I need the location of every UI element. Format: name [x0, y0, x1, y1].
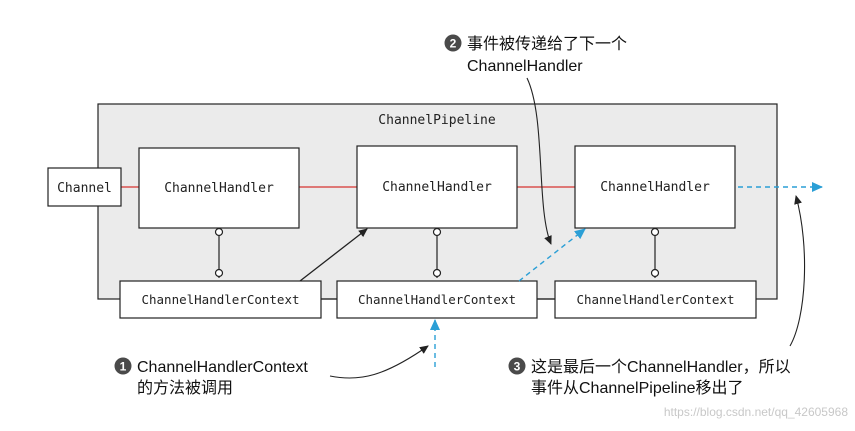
handler-box-2 [356, 145, 518, 229]
channel-label: Channel [57, 181, 112, 196]
pipeline-label: ChannelPipeline [378, 113, 496, 128]
context-box-2 [336, 280, 538, 319]
callout-3-line-2: 事件从ChannelPipeline移出了 [531, 379, 744, 397]
callout-2-line-2: ChannelHandler [467, 58, 583, 75]
callout-2-line-1: 事件被传递给了下一个 [467, 35, 627, 53]
context-box-3 [554, 280, 757, 319]
channel-box [47, 167, 122, 207]
connector-1 [214, 227, 224, 278]
watermark: https://blog.csdn.net/qq_42605968 [664, 405, 848, 419]
handler-label-2: ChannelHandler [382, 180, 492, 195]
context-label-2: ChannelHandlerContext [358, 292, 516, 307]
callout-3-marker [508, 357, 526, 375]
callout-3-line-1: 这是最后一个ChannelHandler，所以 [531, 358, 791, 376]
callout-1-line-2: 的方法被调用 [137, 379, 233, 397]
handler-box-3 [574, 145, 736, 229]
callout-1-number: 1 [120, 360, 127, 374]
callout-1-line-1: ChannelHandlerContext [137, 359, 308, 376]
callout-1: 1 ChannelHandlerContext 的方法被调用 [114, 345, 429, 397]
context-box-1 [119, 280, 322, 319]
callout-2-number: 2 [450, 37, 457, 51]
callout-3: 3 这是最后一个ChannelHandler，所以 事件从ChannelPipe… [508, 195, 806, 397]
context-label-1: ChannelHandlerContext [141, 292, 299, 307]
context-label-3: ChannelHandlerContext [576, 292, 734, 307]
handler-label-3: ChannelHandler [600, 180, 710, 195]
callout-3-number: 3 [514, 360, 521, 374]
callout-2-leader [526, 77, 552, 245]
callout-1-marker [114, 357, 132, 375]
callout-1-leader [329, 345, 429, 379]
handler-box-1 [138, 147, 300, 229]
connector-3 [650, 227, 660, 278]
callout-2: 2 事件被传递给了下一个 ChannelHandler [444, 34, 627, 245]
event-arrow-context1-to-handler2 [299, 228, 368, 282]
callout-3-leader [789, 195, 806, 347]
handler-label-1: ChannelHandler [164, 181, 274, 196]
connector-2 [432, 227, 442, 278]
callout-2-marker [444, 34, 462, 52]
